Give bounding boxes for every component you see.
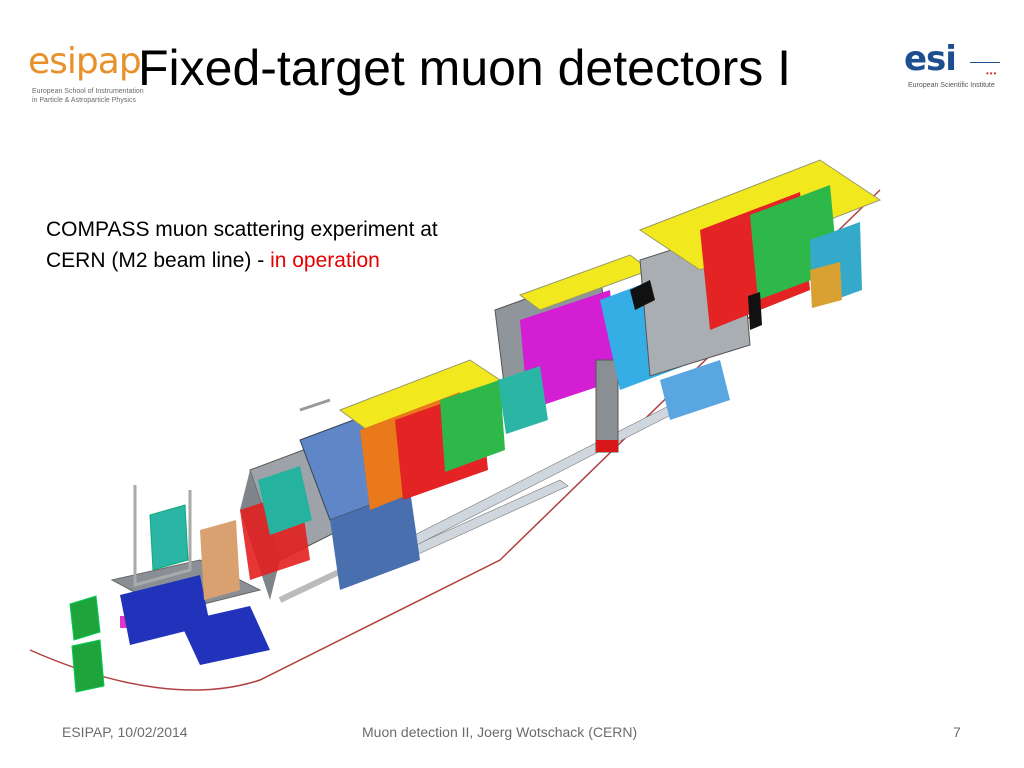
slide-description: COMPASS muon scattering experiment at CE… [46, 214, 486, 276]
esipap-logo: esipap European School of Instrumentatio… [26, 42, 176, 106]
description-highlight: in operation [270, 249, 380, 272]
footer-title: Muon detection II, Joerg Wotschack (CERN… [362, 724, 638, 740]
footer-date: ESIPAP, 10/02/2014 [62, 724, 188, 740]
esipap-logo-line1: European School of Instrumentation [32, 88, 144, 95]
esi-logo-dots: ••• [986, 69, 998, 78]
esipap-logo-line2: in Particle & Astroparticle Physics [32, 97, 136, 104]
slide-number: 7 [953, 724, 961, 740]
esi-logo-word: esi [904, 39, 957, 79]
description-text: COMPASS muon scattering experiment at CE… [46, 218, 438, 272]
compass-spectrometer-image [29, 159, 882, 693]
esi-logo: esi ••• European Scientific Institute [900, 42, 1010, 92]
esi-logo-rule [970, 62, 1000, 63]
esipap-logo-word: esipap [28, 41, 142, 82]
slide-title: Fixed-target muon detectors I [138, 40, 792, 96]
esi-logo-subtitle: European Scientific Institute [908, 82, 995, 89]
